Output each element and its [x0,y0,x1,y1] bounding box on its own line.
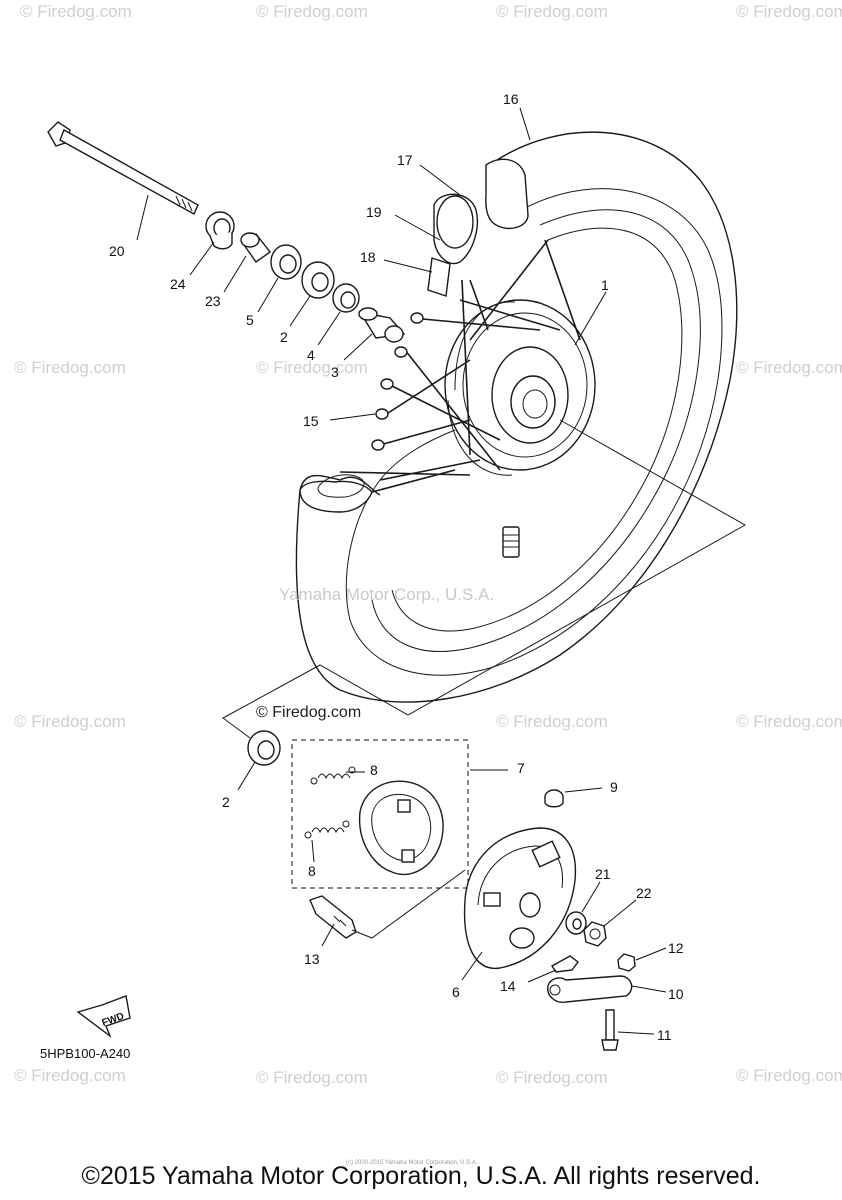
part-label-23: 23 [205,293,221,309]
nut-12 [617,953,636,972]
part-label-17: 17 [397,152,413,168]
part-label-2: 2 [222,794,230,810]
wheel-hub [444,299,596,476]
camshaft-13 [309,895,357,939]
watermark: © Firedog.com [20,2,132,21]
part-label-14: 14 [500,978,516,994]
part-label-7: 7 [517,760,525,776]
seal-9 [544,789,564,808]
watermark: © Firedog.com [496,2,608,21]
watermark: © Firedog.com [256,1068,368,1087]
watermark: © Firedog.com [256,358,368,377]
bearing-5 [270,244,302,280]
part-label-8: 8 [370,762,378,778]
spring-8-lower [304,820,350,839]
bearing-2-lower [247,730,281,766]
washer-21 [565,911,587,935]
watermark: © Firedog.com [736,712,842,731]
spacer-3 [358,307,406,343]
watermark: © Firedog.com [736,358,842,377]
bolt-11 [601,1009,619,1051]
nut-22 [583,921,607,947]
oil-seal-4 [332,283,360,313]
part-label-3: 3 [331,364,339,380]
part-label-5: 5 [246,312,254,328]
footer-copyright: ©2015 Yamaha Motor Corporation, U.S.A. A… [81,1162,761,1190]
brake-shoes [358,780,444,876]
part-label-15: 15 [303,413,319,429]
part-label-4: 4 [307,347,315,363]
part-label-18: 18 [360,249,376,265]
part-label-22: 22 [636,885,652,901]
indicator-14 [550,955,579,973]
part-label-6: 6 [452,984,460,1000]
watermark: © Firedog.com [256,2,368,21]
part-label-10: 10 [668,986,684,1002]
part-label-16: 16 [503,91,519,107]
part-label-2: 2 [280,329,288,345]
cam-lever-10 [547,975,633,1003]
center-watermark: Yamaha Motor Corp., U.S.A. [279,585,495,604]
watermark: © Firedog.com [736,1066,842,1085]
watermark: © Firedog.com [496,1068,608,1087]
collar-24 [205,211,235,250]
watermark: © Firedog.com [496,712,608,731]
part-label-13: 13 [304,951,320,967]
diagram-copyright: © Firedog.com [256,704,362,721]
spokes [339,239,581,493]
fwd-arrow-icon [76,995,131,1039]
part-label-24: 24 [170,276,186,292]
part-label-21: 21 [595,866,611,882]
fine-print: (c) 2000-2015 Yamaha Motor Corporation, … [346,1160,478,1166]
part-label-8: 8 [308,863,316,879]
watermark: © Firedog.com [736,2,842,21]
part-label-1: 1 [601,277,609,293]
part-label-11: 11 [657,1027,672,1043]
brake-shoe-plate [463,827,577,970]
spacer-23 [240,232,272,263]
spring-8-upper [310,766,356,785]
diagram-code: 5HPB100-A240 [40,1046,131,1061]
part-label-12: 12 [668,940,684,956]
axle [47,121,199,215]
watermark: © Firedog.com [14,1066,126,1085]
watermark: © Firedog.com [14,712,126,731]
part-label-20: 20 [109,243,125,259]
part-label-9: 9 [610,779,618,795]
watermark: © Firedog.com [14,358,126,377]
bearing-2 [301,261,335,299]
part-label-19: 19 [366,204,382,220]
